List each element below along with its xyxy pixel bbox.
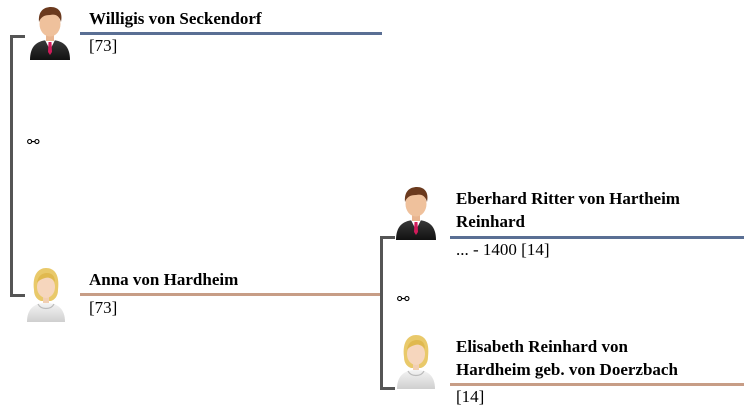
- person-info-anna: [73]: [89, 298, 118, 317]
- person-name-willigis[interactable]: Willigis von Seckendorf: [89, 9, 262, 28]
- person-name-anna[interactable]: Anna von Hardheim: [89, 270, 239, 289]
- person-line-eberhard: [450, 236, 744, 239]
- person-info-elisabeth: [14]: [456, 387, 485, 406]
- person-name-eberhard-line-1[interactable]: Eberhard Ritter von Hartheim: [456, 189, 680, 208]
- person-name-elisabeth-line-1[interactable]: Elisabeth Reinhard von: [456, 337, 628, 356]
- couple-1-connector: [10, 35, 25, 297]
- person-info-willigis: [73]: [89, 36, 118, 55]
- person-name-eberhard-line-2[interactable]: Reinhard: [456, 212, 525, 231]
- male-avatar-icon: [27, 4, 73, 60]
- person-line-anna: [80, 293, 380, 296]
- person-line-elisabeth: [450, 383, 744, 386]
- couple-2-connector: [380, 236, 395, 390]
- marriage-symbol: ⚯: [397, 292, 410, 308]
- male-avatar-icon: [393, 184, 439, 240]
- person-info-eberhard: ... - 1400 [14]: [456, 240, 550, 259]
- person-line-willigis: [80, 32, 382, 35]
- person-name-elisabeth-line-2[interactable]: Hardheim geb. von Doerzbach: [456, 360, 678, 379]
- marriage-symbol: ⚯: [27, 135, 40, 151]
- female-avatar-icon: [23, 266, 69, 322]
- female-avatar-icon: [393, 333, 439, 389]
